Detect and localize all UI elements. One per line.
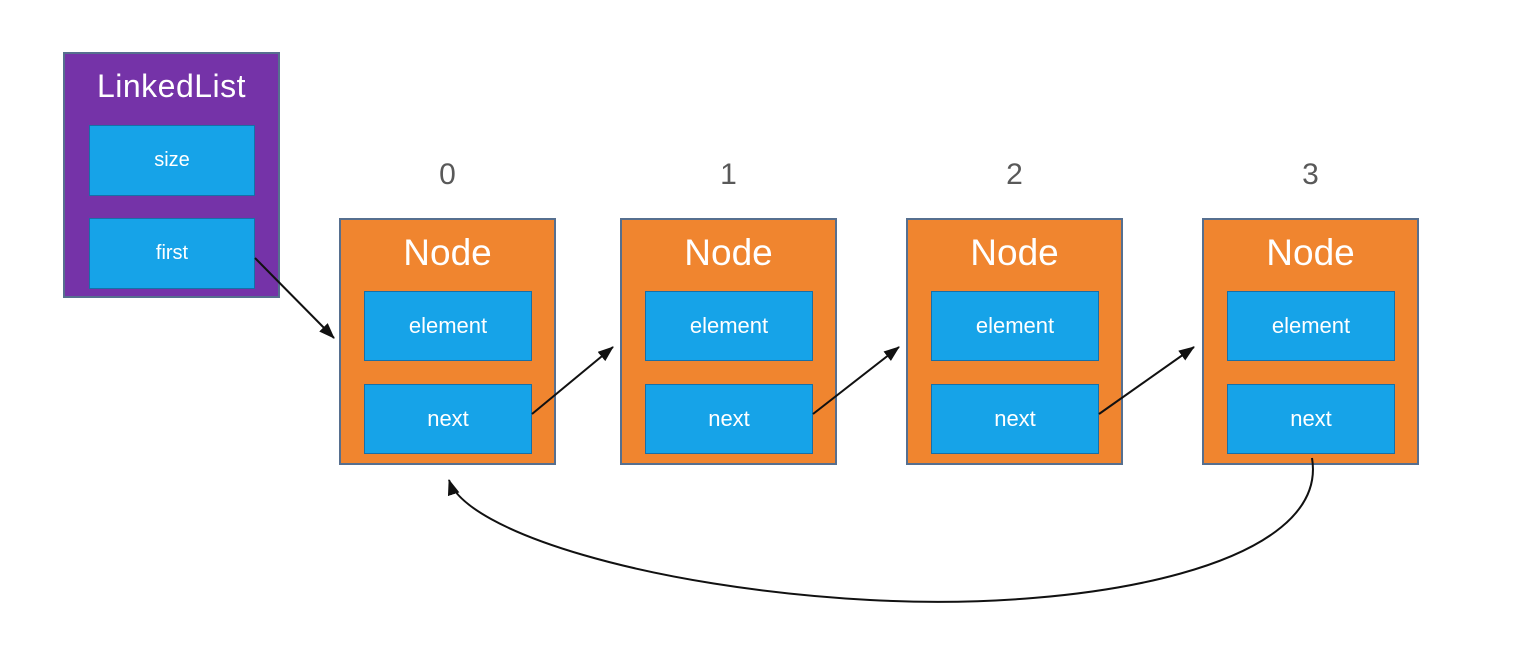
linkedlist-field-first: first — [89, 218, 255, 289]
node-1-field-next: next — [645, 384, 813, 454]
linkedlist-field-size: size — [89, 125, 255, 196]
linkedlist-box: LinkedList size first — [63, 52, 280, 298]
node-3-field-next: next — [1227, 384, 1395, 454]
node-1-field-element: element — [645, 291, 813, 361]
index-label-2: 2 — [1006, 158, 1023, 191]
index-label-3: 3 — [1302, 158, 1319, 191]
node-3-field-element: element — [1227, 291, 1395, 361]
node-0-field-next: next — [364, 384, 532, 454]
node-0-title: Node — [403, 232, 492, 273]
node-2-title: Node — [970, 232, 1059, 273]
node-1-title: Node — [684, 232, 773, 273]
node-2-field-element: element — [931, 291, 1099, 361]
node-2-field-next: next — [931, 384, 1099, 454]
node-0: Node element next — [339, 218, 556, 465]
index-label-0: 0 — [439, 158, 456, 191]
node-2: Node element next — [906, 218, 1123, 465]
node-3-title: Node — [1266, 232, 1355, 273]
node-1: Node element next — [620, 218, 837, 465]
index-label-1: 1 — [720, 158, 737, 191]
arrow-node3-next-to-node0-circular — [448, 457, 1314, 603]
node-3: Node element next — [1202, 218, 1419, 465]
linkedlist-title: LinkedList — [96, 68, 247, 104]
node-0-field-element: element — [364, 291, 532, 361]
